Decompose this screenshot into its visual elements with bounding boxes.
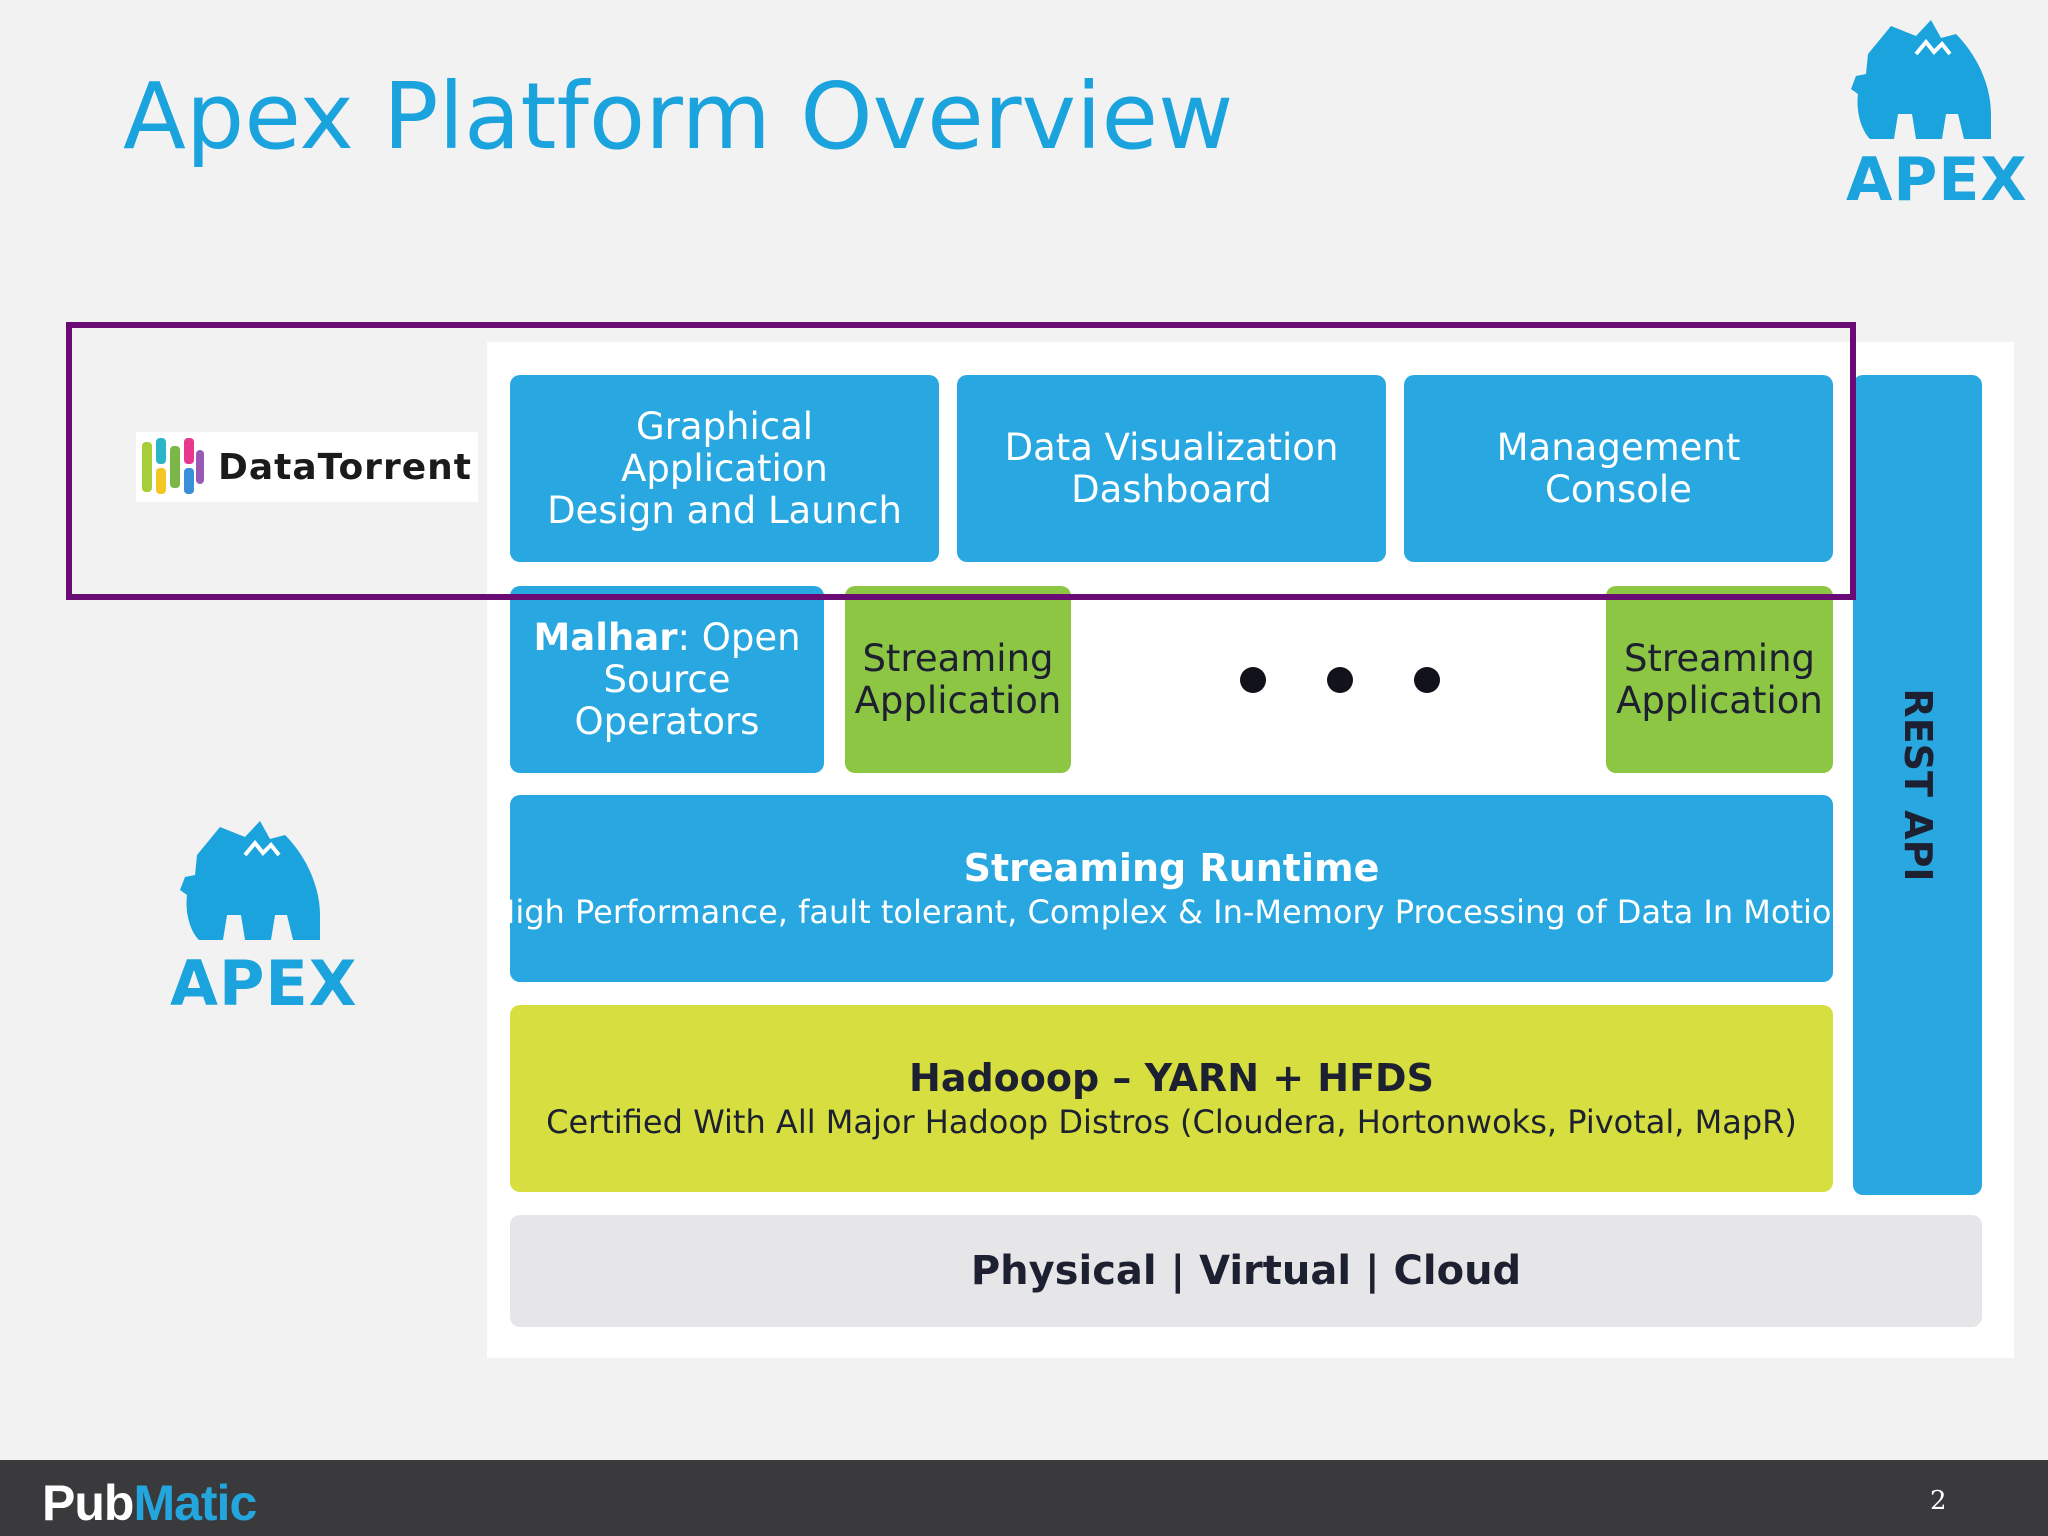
streaming-runtime-heading: Streaming Runtime bbox=[963, 845, 1380, 890]
pubmatic-logo-matic: Matic bbox=[133, 1475, 257, 1531]
hadoop-subtitle: Certified With All Major Hadoop Distros … bbox=[546, 1102, 1797, 1141]
pubmatic-logo: PubMatic bbox=[42, 1474, 257, 1532]
hadoop-box: Hadooop – YARN + HFDS Certified With All… bbox=[510, 1005, 1833, 1192]
graphical-design-label: Graphical Application Design and Launch bbox=[547, 404, 902, 532]
streaming-app-label-1: Streaming Application bbox=[854, 636, 1062, 722]
gorilla-icon bbox=[1851, 20, 1991, 139]
datatorrent-mark-icon bbox=[142, 438, 204, 494]
graphical-design-box: Graphical Application Design and Launch bbox=[510, 375, 939, 562]
dot bbox=[1240, 667, 1266, 693]
streaming-runtime-box: Streaming Runtime High Performance, faul… bbox=[491, 795, 1852, 982]
hadoop-heading: Hadooop – YARN + HFDS bbox=[909, 1055, 1434, 1100]
apex-wordmark: APEX bbox=[1846, 145, 2028, 215]
dot bbox=[1414, 667, 1440, 693]
malhar-bold: Malhar bbox=[533, 615, 678, 659]
malhar-box: Malhar: Open Source Operators bbox=[510, 586, 824, 773]
apex-logo-top: APEX bbox=[1846, 14, 2028, 215]
streaming-app-label-2: Streaming Application bbox=[1616, 636, 1823, 722]
gorilla-icon bbox=[180, 821, 320, 940]
streaming-app-box-1: Streaming Application bbox=[845, 586, 1071, 773]
ellipsis-dots bbox=[1240, 660, 1440, 700]
dot bbox=[1327, 667, 1353, 693]
page-number: 2 bbox=[1930, 1486, 1947, 1516]
management-console-label: Management Console bbox=[1496, 425, 1741, 511]
pubmatic-logo-pub: Pub bbox=[42, 1475, 134, 1531]
page-title: Apex Platform Overview bbox=[123, 63, 1234, 170]
streaming-app-box-2: Streaming Application bbox=[1606, 586, 1833, 773]
highlight-frame bbox=[66, 322, 1856, 600]
apex-wordmark: APEX bbox=[170, 947, 358, 1020]
apex-logo-left: APEX bbox=[170, 815, 358, 1025]
infrastructure-box: Physical | Virtual | Cloud bbox=[510, 1215, 1982, 1327]
data-visualization-label: Data Visualization Dashboard bbox=[1004, 425, 1339, 511]
management-console-box: Management Console bbox=[1404, 375, 1833, 562]
malhar-rest: : Open Source Operators bbox=[574, 615, 801, 743]
rest-api-label: REST API bbox=[1895, 688, 1940, 882]
datatorrent-logo: DataTorrent bbox=[136, 432, 478, 502]
rest-api-box: REST API bbox=[1853, 375, 1982, 1195]
footer-bar bbox=[0, 1460, 2048, 1536]
datatorrent-text: DataTorrent bbox=[218, 446, 472, 488]
streaming-runtime-subtitle: High Performance, fault tolerant, Comple… bbox=[491, 892, 1852, 931]
data-visualization-box: Data Visualization Dashboard bbox=[957, 375, 1386, 562]
